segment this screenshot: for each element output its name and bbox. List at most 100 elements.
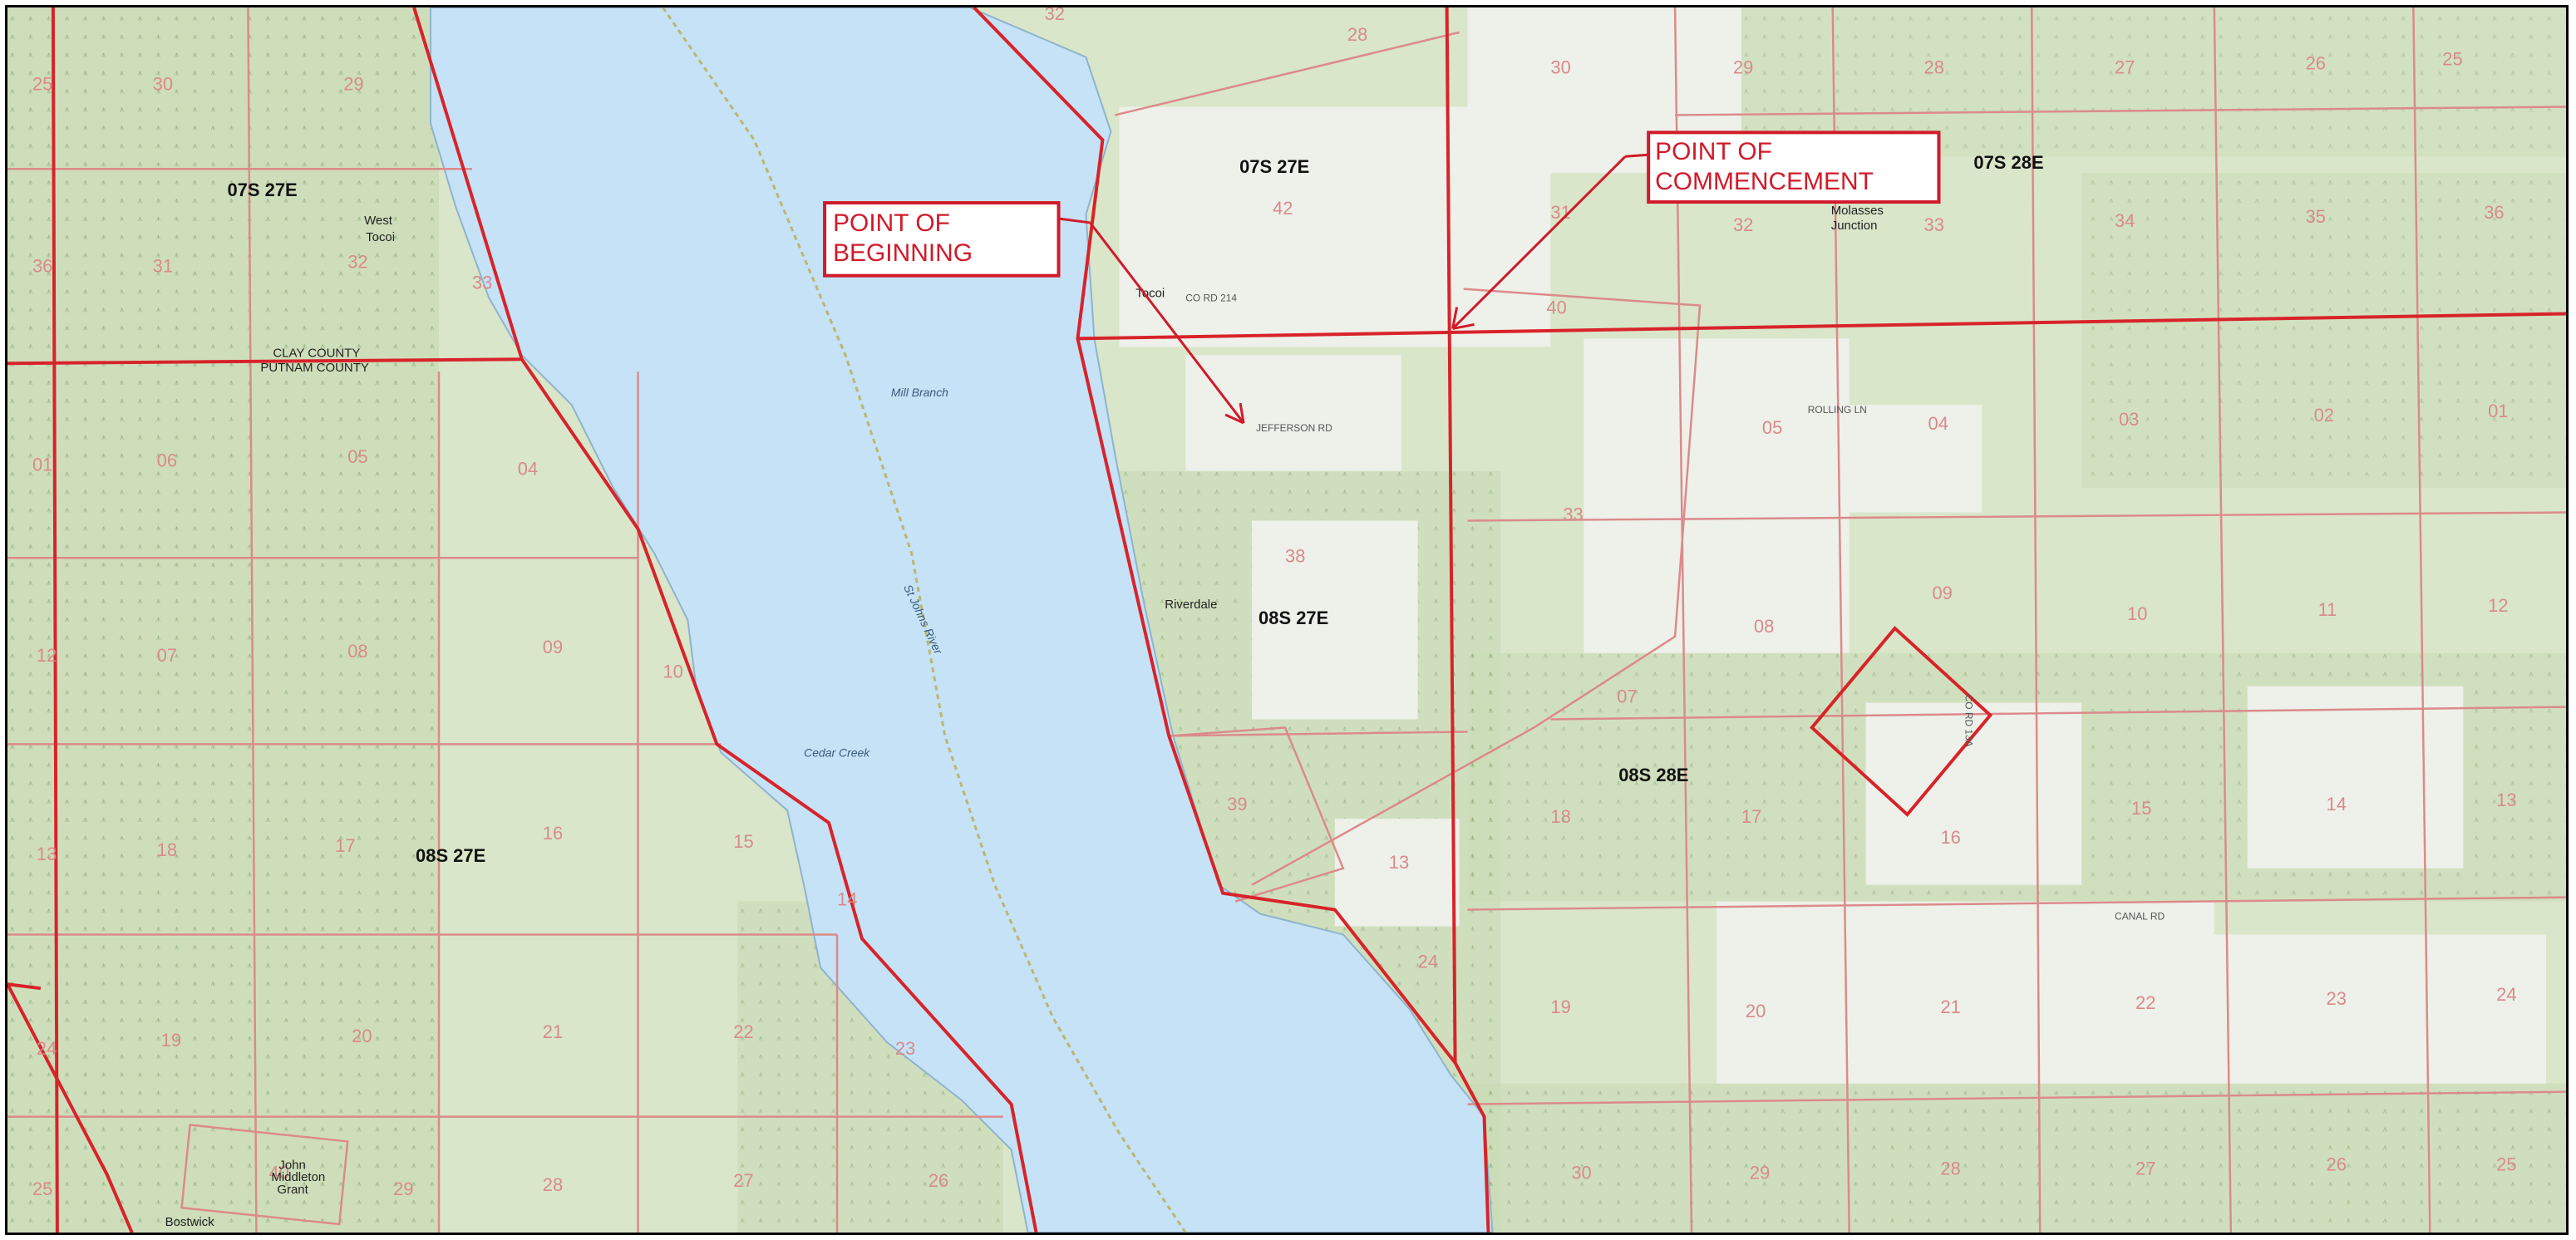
section-grid bbox=[7, 7, 2566, 1233]
section-number: 28 bbox=[1924, 57, 1944, 78]
diamond-parcel bbox=[1810, 626, 1993, 817]
section-number: 05 bbox=[347, 446, 367, 467]
section-number: 25 bbox=[32, 74, 52, 95]
section-number: 33 bbox=[1563, 504, 1583, 525]
section-number: 32 bbox=[1733, 214, 1753, 235]
place-grant: Grant bbox=[277, 1183, 308, 1197]
section-number: 19 bbox=[1550, 996, 1570, 1017]
topographic-map[interactable]: ⩚ bbox=[7, 7, 2566, 1233]
section-number: 36 bbox=[32, 256, 52, 277]
section-number: 33 bbox=[1924, 214, 1944, 235]
arrow-down-right-icon bbox=[1058, 217, 1245, 425]
section-number: 40 bbox=[1546, 298, 1566, 318]
township-label-nc: 07S 27E bbox=[1239, 156, 1309, 177]
section-number: 15 bbox=[2131, 798, 2151, 819]
road-co-rd-214: CO RD 214 bbox=[1185, 293, 1237, 304]
section-number: 14 bbox=[837, 889, 857, 910]
section-number: 23 bbox=[895, 1038, 915, 1059]
section-number: 22 bbox=[2135, 992, 2155, 1013]
label-putnam-county: PUTNAM COUNTY bbox=[260, 361, 368, 375]
section-number: 10 bbox=[2127, 603, 2147, 624]
section-number: 12 bbox=[2488, 595, 2508, 616]
cleared-land-layer bbox=[1119, 7, 2547, 1084]
section-number: 30 bbox=[1571, 1162, 1591, 1183]
section-number: 08 bbox=[1754, 616, 1774, 637]
section-number: 18 bbox=[1550, 806, 1570, 827]
section-number: 23 bbox=[2327, 988, 2347, 1009]
township-boundaries bbox=[7, 7, 2566, 1233]
label-cedar-creek: Cedar Creek bbox=[804, 745, 870, 759]
section-number: 04 bbox=[518, 459, 538, 480]
road-rolling-ln: ROLLING LN bbox=[1808, 404, 1867, 416]
st-johns-river bbox=[430, 7, 1494, 1233]
township-label-sc: 08S 27E bbox=[1258, 608, 1328, 628]
section-number: 25 bbox=[2442, 49, 2462, 70]
section-number: 16 bbox=[543, 823, 563, 844]
section-number: 20 bbox=[1746, 1001, 1766, 1021]
section-number: 38 bbox=[1285, 545, 1305, 566]
callout-beginning-line2: BEGINNING bbox=[833, 239, 973, 267]
section-number: 33 bbox=[472, 273, 492, 293]
section-number: 13 bbox=[1389, 852, 1409, 873]
section-number: 34 bbox=[2115, 210, 2135, 231]
section-number: 24 bbox=[37, 1038, 57, 1059]
section-number: 12 bbox=[37, 645, 57, 666]
section-number: 29 bbox=[393, 1178, 413, 1199]
callout-beginning-line1: POINT OF bbox=[833, 209, 950, 237]
section-number: 06 bbox=[157, 450, 177, 471]
section-number: 35 bbox=[2306, 206, 2326, 227]
road-canal-rd: CANAL RD bbox=[2115, 911, 2165, 923]
section-number: 32 bbox=[347, 252, 367, 273]
road-jefferson-rd: JEFFERSON RD bbox=[1256, 422, 1332, 434]
callout-box-beginning bbox=[823, 201, 1061, 278]
section-number: 27 bbox=[2115, 57, 2135, 78]
section-number: 29 bbox=[1733, 57, 1753, 78]
callout-commencement-line1: POINT OF bbox=[1655, 138, 1772, 165]
section-number: 04 bbox=[1928, 413, 1948, 434]
section-number: 01 bbox=[32, 455, 52, 475]
label-clay-county: CLAY COUNTY bbox=[273, 346, 360, 360]
section-number: 16 bbox=[1940, 827, 1960, 848]
section-number: 26 bbox=[928, 1170, 948, 1191]
section-number: 09 bbox=[1932, 583, 1952, 603]
section-number: 32 bbox=[1045, 7, 1065, 24]
arrow-down-left-icon bbox=[1451, 153, 1649, 330]
section-number: 28 bbox=[1347, 24, 1367, 45]
section-number: 07 bbox=[157, 645, 177, 666]
section-number: 17 bbox=[1741, 806, 1761, 827]
callout-point-of-commencement[interactable]: POINT OF COMMENCEMENT bbox=[1451, 130, 1941, 330]
section-number: 30 bbox=[153, 74, 173, 95]
section-number: 25 bbox=[32, 1178, 52, 1199]
callout-commencement-line2: COMMENCEMENT bbox=[1655, 168, 1874, 195]
section-number: 26 bbox=[2327, 1154, 2347, 1174]
place-west: West bbox=[364, 214, 393, 228]
section-number: 24 bbox=[1418, 951, 1438, 972]
section-number: 27 bbox=[2135, 1158, 2155, 1178]
section-number: 42 bbox=[1273, 198, 1293, 219]
section-number: 29 bbox=[343, 74, 363, 95]
place-middleton: Middleton bbox=[271, 1170, 325, 1184]
section-number: 20 bbox=[352, 1026, 372, 1046]
map-frame[interactable]: ⩚ bbox=[5, 5, 2569, 1235]
place-john: John bbox=[278, 1158, 305, 1172]
section-number: 17 bbox=[335, 835, 355, 856]
section-number: 11 bbox=[2318, 599, 2337, 620]
section-number: 03 bbox=[2119, 409, 2139, 430]
section-number: 28 bbox=[543, 1174, 563, 1195]
place-bostwick: Bostwick bbox=[165, 1215, 215, 1229]
township-label-nw: 07S 27E bbox=[227, 180, 297, 200]
section-number: 26 bbox=[2306, 53, 2326, 74]
label-mill-branch: Mill Branch bbox=[891, 386, 948, 399]
callout-point-of-beginning[interactable]: POINT OF BEGINNING bbox=[823, 201, 1245, 425]
township-label-ne: 07S 28E bbox=[1973, 152, 2043, 173]
road-co-rd-13a: CO RD 13A bbox=[1963, 695, 1974, 747]
place-tocoi-w: Tocoi bbox=[366, 230, 395, 244]
section-number: 25 bbox=[2496, 1154, 2516, 1174]
section-number: 13 bbox=[2496, 790, 2516, 810]
place-junction: Junction bbox=[1831, 219, 1878, 233]
callout-box-commencement bbox=[1647, 130, 1941, 204]
section-number: 21 bbox=[1940, 996, 1960, 1017]
section-number: 31 bbox=[153, 256, 173, 277]
township-label-se: 08S 28E bbox=[1618, 765, 1688, 785]
section-number: 29 bbox=[1750, 1162, 1770, 1183]
